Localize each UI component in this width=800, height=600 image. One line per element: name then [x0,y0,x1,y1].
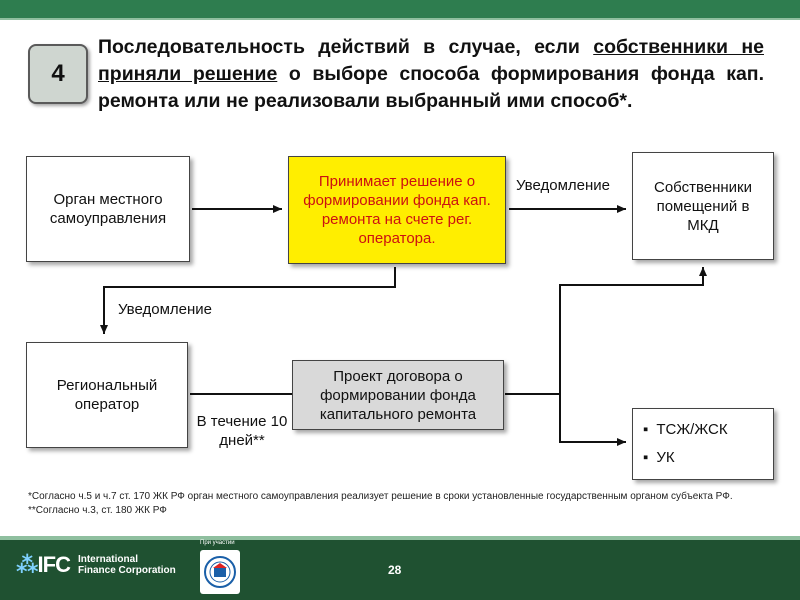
ifc-logo: ⁂IFC International Finance Corporation [16,552,176,578]
label-notification-top: Уведомление [516,177,611,194]
slide-title: Последовательность действий в случае, ес… [98,34,764,115]
list-item: ТСЖ/ЖСК [643,416,727,444]
box-regional-operator: Региональный оператор [26,342,188,448]
box-local-government-text: Орган местного самоуправления [49,191,167,227]
box-decision: Принимает решение о формировании фонда к… [288,156,506,264]
tszh-uk-list: ТСЖ/ЖСК УК [643,416,728,472]
ifc-logo-text: International Finance Corporation [78,554,176,576]
box-regional-operator-text: Региональный оператор [56,377,158,413]
header-accent-line [0,18,800,20]
arrow-junction-to-tszh-uk [559,394,626,446]
label-deadline: В течение 10 дней** [196,413,288,449]
box-owners-text: Собственники помещений в МКД [654,178,752,234]
footnote-2: **Согласно ч.3, ст. 180 ЖК РФ [28,504,167,516]
arrow-decision-to-regional-operator [100,267,396,334]
ifc-logo-mark: ⁂IFC [16,552,71,578]
ifc-name-line-1: International [77,554,138,565]
box-tszh-uk: ТСЖ/ЖСК УК [632,408,774,480]
box-local-government: Орган местного самоуправления [26,156,190,262]
header-green-stripe [0,0,800,18]
label-notification-left: Уведомление [118,301,213,318]
ifc-name-line-2: Finance Corporation [77,565,176,576]
header-bar [0,0,800,20]
footnote-1: *Согласно ч.5 и ч.7 ст. 170 ЖК РФ орган … [28,491,733,502]
page-number: 28 [388,563,402,577]
partner-caption: При участии [200,540,235,546]
footer-bar: ⁂IFC International Finance Corporation П… [0,536,800,600]
title-part-2: о выборе способа формирования фонда кап.… [98,63,764,112]
partner-emblem-icon [204,556,236,588]
footnotes: *Согласно ч.5 и ч.7 ст. 170 ЖК РФ орган … [28,490,750,517]
ifc-logo-abbr: IFC [37,552,71,577]
box-decision-text: Принимает решение о формировании фонда к… [303,173,491,247]
box-contract-draft: Проект договора о формировании фонда кап… [292,360,504,430]
box-contract-draft-text: Проект договора о формировании фонда кап… [319,367,477,423]
title-part-1: Последовательность действий в случае, ес… [98,36,594,58]
box-owners: Собственники помещений в МКД [632,152,774,260]
partner-logo [200,550,240,594]
step-number-badge: 4 [28,44,88,104]
globe-icon: ⁂ [16,552,38,577]
footer-accent-line [0,536,800,540]
title-underlined-part: собственники не приняли решение [98,36,764,85]
list-item: УК [643,444,728,472]
arrow-junction-to-owners [559,267,707,394]
